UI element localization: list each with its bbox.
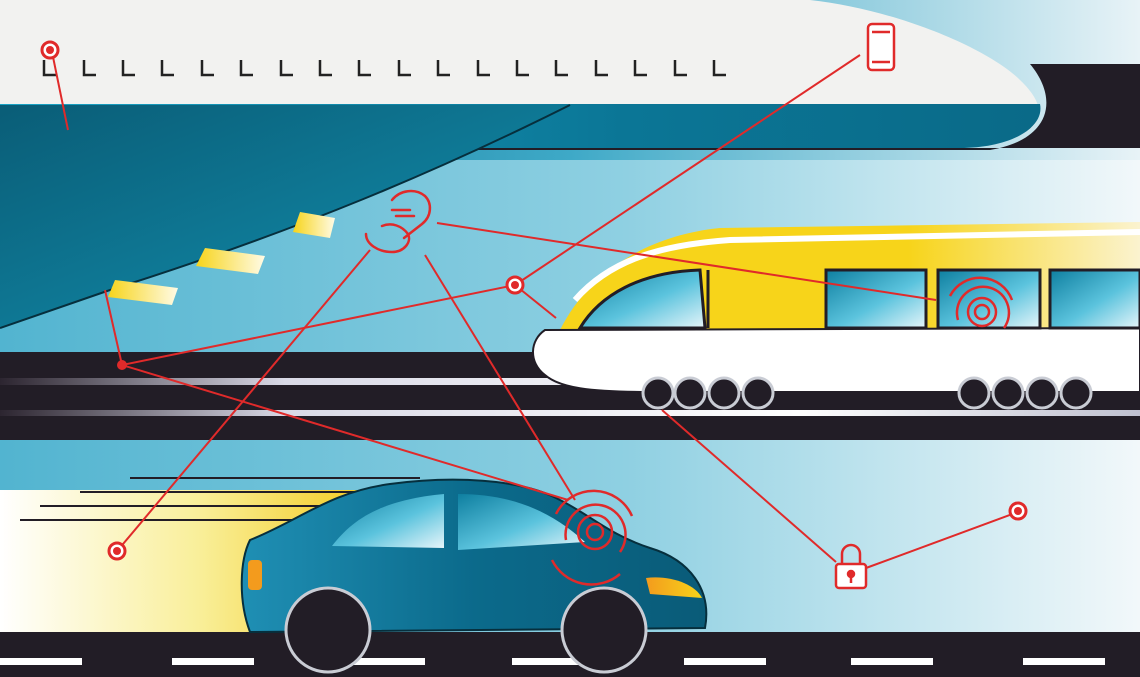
signal-icon xyxy=(550,489,634,586)
wing-lights xyxy=(108,212,335,305)
signal-icon xyxy=(948,276,1014,329)
road-lane-markings xyxy=(0,658,1105,665)
train xyxy=(532,222,1140,410)
aircraft-shadow-band xyxy=(0,64,1140,150)
node-icon xyxy=(40,40,60,60)
airplane-windows xyxy=(42,60,726,77)
train-window-1 xyxy=(824,268,928,330)
car-window-rear xyxy=(332,494,444,548)
node-icon xyxy=(107,541,127,561)
car-headlight xyxy=(646,577,702,598)
lock-icon xyxy=(834,543,868,590)
train-wheels xyxy=(641,376,1093,410)
rail-lower xyxy=(0,410,1140,416)
car-wheel-rear xyxy=(284,586,372,674)
car xyxy=(240,478,708,674)
phone-icon xyxy=(866,22,896,72)
car-wheel-front xyxy=(560,586,648,674)
track-gap xyxy=(0,440,1140,490)
glowing-node xyxy=(117,360,127,370)
node-icon xyxy=(505,275,525,295)
node-icon xyxy=(1008,501,1028,521)
train-windshield xyxy=(577,268,707,330)
airplane-wing xyxy=(0,105,570,328)
network-lines xyxy=(51,51,1019,569)
train-window-3 xyxy=(1048,268,1140,330)
car-window-front xyxy=(458,494,585,550)
wing-edge xyxy=(0,104,571,329)
handshake-icon xyxy=(364,189,432,254)
car-taillight xyxy=(248,560,262,590)
